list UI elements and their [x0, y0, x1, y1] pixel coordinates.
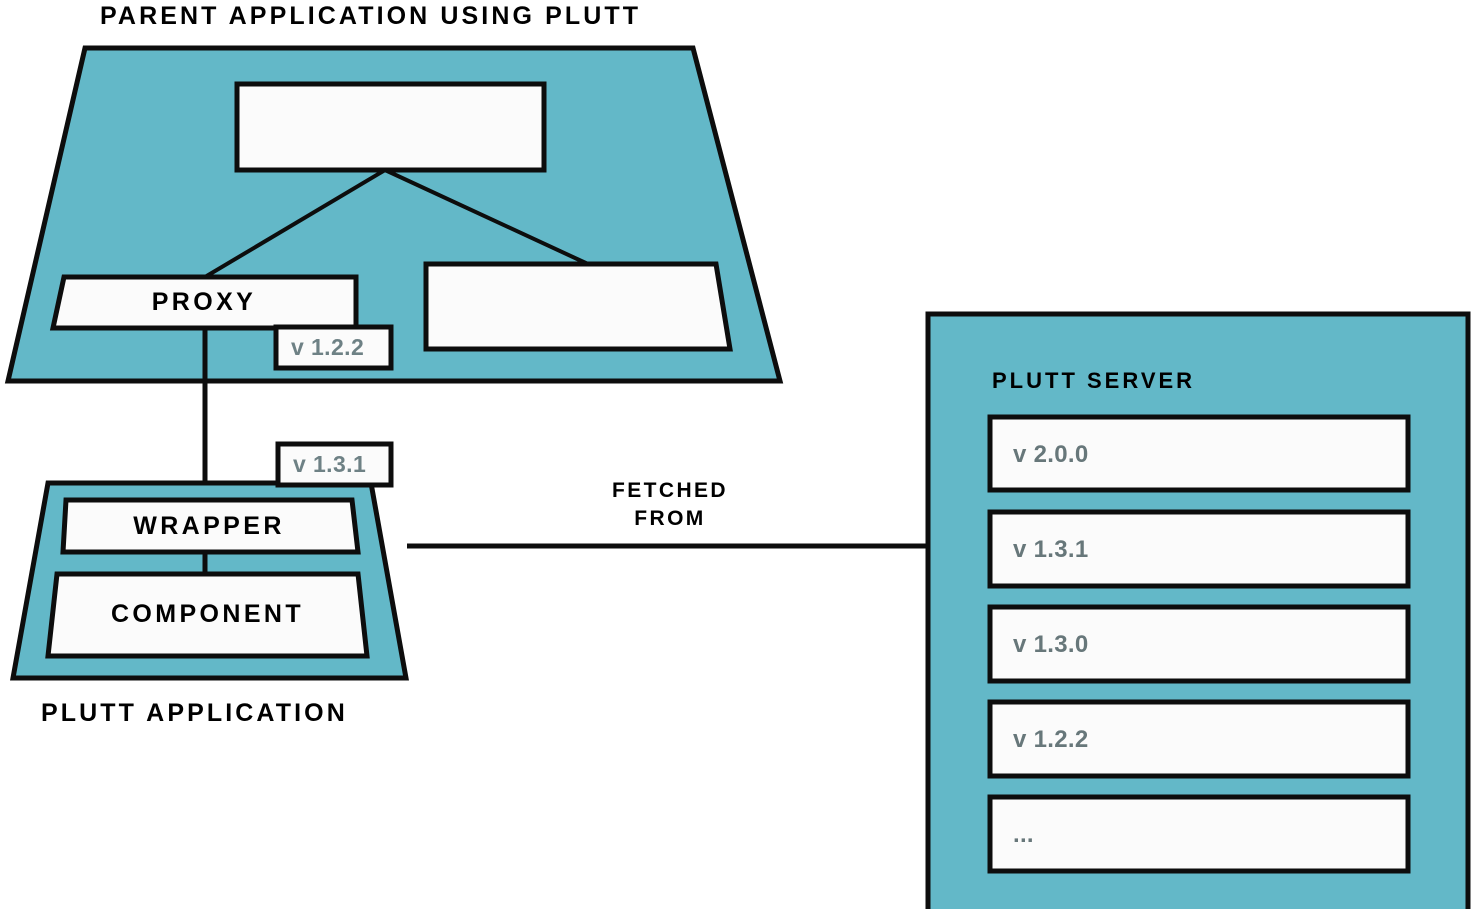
proxy-box-label: PROXY — [151, 288, 257, 316]
server-version-row-2[interactable] — [987, 604, 1411, 684]
wrapper-box[interactable] — [60, 497, 361, 555]
server-version-label-2: v 1.3.0 — [1013, 631, 1089, 658]
parent-application-title: PARENT APPLICATION USING PLUTT — [100, 2, 642, 30]
parent-root-box[interactable] — [234, 81, 547, 173]
fetched-from-label-line1: FETCHED — [612, 479, 728, 502]
server-version-label-4: ... — [1013, 821, 1034, 848]
component-box-label: COMPONENT — [110, 600, 305, 628]
proxy-version-badge-label: v 1.2.2 — [291, 334, 365, 360]
server-version-row-4[interactable] — [987, 794, 1411, 874]
server-version-label-3: v 1.2.2 — [1013, 726, 1089, 753]
wrapper-version-badge[interactable] — [275, 441, 394, 488]
connector-root-to-sibling — [384, 168, 589, 266]
plutt-server-title: PLUTT SERVER — [992, 368, 1196, 393]
connector-root-to-proxy — [203, 168, 387, 279]
wrapper-box-label: WRAPPER — [133, 512, 285, 540]
server-version-label-1: v 1.3.1 — [1013, 536, 1089, 563]
parent-sibling-box[interactable] — [423, 261, 733, 352]
proxy-version-badge[interactable] — [273, 324, 394, 371]
fetched-from-label: FETCHED FROM — [520, 477, 820, 532]
fetched-from-label-line2: FROM — [634, 506, 706, 530]
server-version-label-0: v 2.0.0 — [1013, 441, 1089, 468]
server-version-row-0[interactable] — [987, 414, 1411, 493]
server-version-row-1[interactable] — [987, 509, 1411, 589]
wrapper-version-badge-label: v 1.3.1 — [293, 451, 367, 477]
component-box[interactable] — [45, 571, 370, 659]
server-version-row-3[interactable] — [987, 699, 1411, 779]
plutt-application-title: PLUTT APPLICATION — [41, 699, 348, 727]
